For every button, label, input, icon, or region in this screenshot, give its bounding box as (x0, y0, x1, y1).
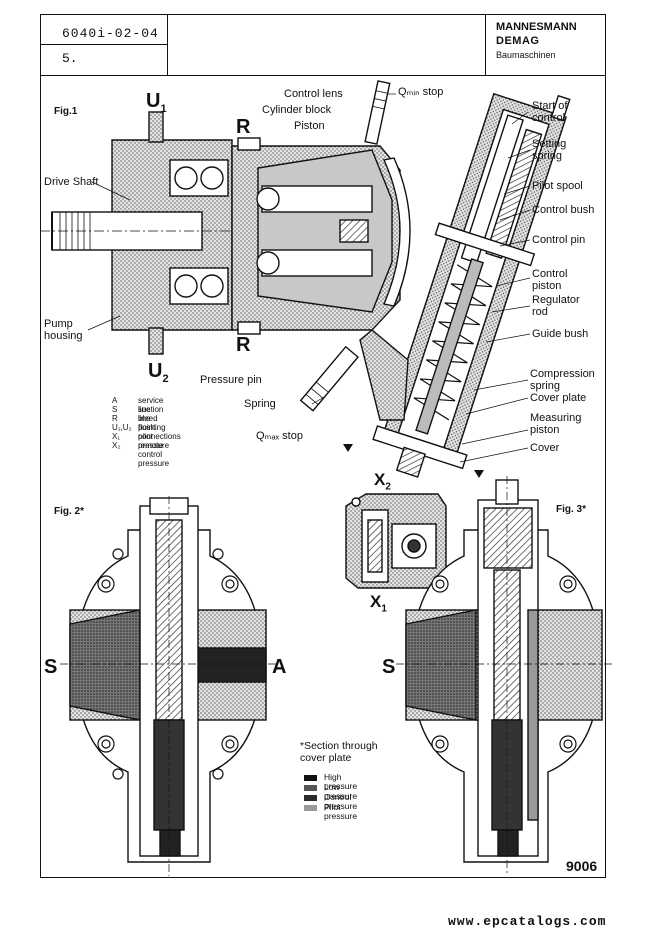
fig3-setting-spring-housing (483, 507, 533, 569)
label-measuring-piston: Measuring piston (530, 412, 582, 436)
cover-plate-detail (345, 493, 447, 589)
doc-number: 6040i-02-04 (62, 26, 159, 41)
fig1-u2-fitting (148, 327, 164, 355)
label-control-bush: Control bush (532, 204, 595, 216)
legend-swatch-control (304, 795, 317, 801)
page-frame (40, 14, 606, 878)
fig2-title: Fig. 2* (54, 506, 85, 517)
label-pressure-pin: Pressure pin (200, 374, 262, 386)
fig3-title: Fig. 3* (556, 504, 587, 515)
fig1-regulator (372, 92, 571, 478)
label-pump-housing: Pump housing (44, 318, 83, 342)
fig2-section (60, 496, 276, 876)
drawing-number: 9006 (566, 858, 598, 874)
fig1-pump-section (40, 80, 571, 478)
label-setting-spring: Setting spring (532, 138, 567, 162)
fig3-port-s: S (382, 656, 396, 678)
fig1-r-port-bottom (237, 321, 261, 335)
fig1-cylinder-block (257, 149, 393, 313)
fig1-start-of-control-screw (550, 94, 571, 122)
fig1-r-port-top (237, 137, 261, 151)
fig1-port-r-bottom: R (236, 334, 251, 356)
fig1-control-pin (434, 222, 536, 267)
label-compression-spring: Compression spring (530, 368, 595, 392)
label-control-pin: Control pin (532, 234, 586, 246)
label-qmin-stop: Qₘᵢₙ stop (398, 86, 444, 98)
label-spring: Spring (244, 398, 276, 410)
section-note: *Section through cover plate (300, 740, 378, 764)
label-cylinder-block: Cylinder block (262, 104, 332, 116)
fig3-pilot-channel (527, 609, 539, 821)
doc-number-box (40, 14, 168, 76)
brand-name-line2: DEMAG (496, 35, 540, 47)
fig1-qmin-stop (364, 80, 391, 145)
fig3-section (396, 476, 612, 876)
label-cover-plate: Cover plate (530, 392, 587, 404)
fig1-leader-lines (87, 93, 531, 463)
brand-name: MANNESMANN (496, 21, 577, 33)
label-guide-bush: Guide bush (532, 328, 589, 340)
legend-swatch-high (304, 775, 317, 781)
watermark[interactable]: www.epcatalogs.com (448, 914, 607, 929)
fig2-port-s: S (44, 656, 58, 678)
fig1-u1-fitting (148, 111, 164, 143)
label-pilot-spool: Pilot spool (532, 180, 583, 192)
cover-plate-port-x2: X2 (374, 470, 391, 493)
label-control-piston: Control piston (532, 268, 568, 292)
label-drive-shaft: Drive Shaft (44, 176, 99, 188)
brand-box (485, 14, 606, 76)
fig1-title: Fig.1 (54, 106, 78, 117)
fig1-port-r-top: R (236, 116, 251, 138)
brand-division: Baumaschinen (496, 50, 556, 60)
legend-swatch-low (304, 785, 317, 791)
fig2-port-a: A (272, 656, 287, 678)
fig2-service-channel (195, 647, 267, 683)
fig1-qmax-stop (299, 345, 359, 412)
header-row (40, 14, 606, 76)
fig1-control-lens (382, 157, 411, 307)
fig1-port-u2: U2 (148, 360, 169, 385)
fig1-bearing-top (169, 159, 229, 197)
cover-plate-port-x1: X1 (370, 592, 387, 615)
fig1-port-u1: U1 (146, 90, 167, 115)
fig3-suction-chamber (405, 609, 477, 721)
fig1-measuring-piston (395, 446, 426, 478)
fig1-bearing-bottom (169, 267, 229, 305)
label-cover: Cover (530, 442, 560, 454)
label-qmax-stop: Qₘₐₓ stop (256, 430, 303, 442)
fig1-flow-arrows (343, 444, 484, 478)
label-control-lens: Control lens (284, 88, 343, 100)
doc-number-divider (40, 44, 168, 45)
fig1-pistons (256, 185, 373, 277)
label-piston: Piston (294, 120, 325, 132)
legend-swatch-pilot (304, 805, 317, 811)
label-start-of-control: Start of control (532, 100, 568, 124)
label-regulator-rod: Regulator rod (532, 294, 580, 318)
sheet-number: 5. (62, 51, 78, 66)
fig2-suction-chamber (69, 609, 141, 721)
